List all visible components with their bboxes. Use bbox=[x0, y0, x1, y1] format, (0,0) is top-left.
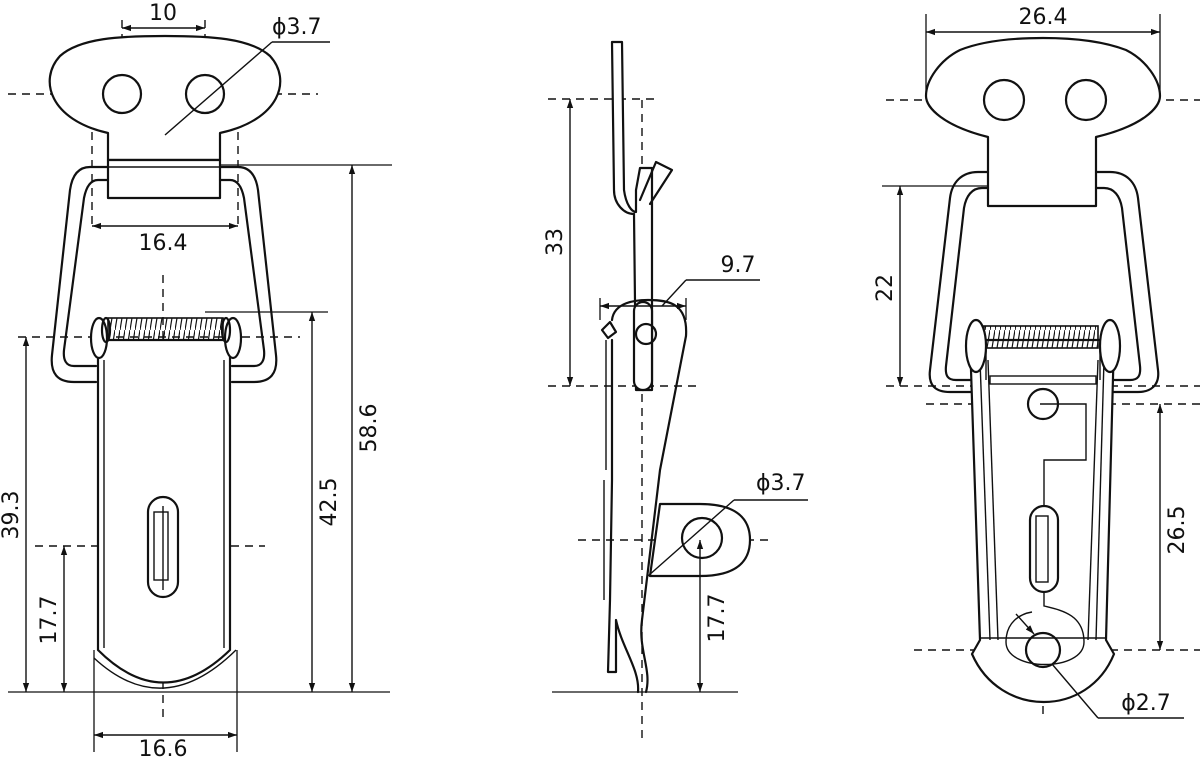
front-plate-tab bbox=[106, 158, 222, 200]
dim-pivot-height: 39.3 bbox=[0, 491, 24, 540]
front-mount-hole-right bbox=[184, 73, 226, 115]
dim-front-hole-dia: ϕ3.7 bbox=[272, 15, 322, 40]
front-spring bbox=[107, 317, 224, 341]
rear-slot bbox=[1028, 504, 1060, 594]
dim-hook-height: 17.7 bbox=[705, 594, 730, 643]
dim-bail-height: 22 bbox=[873, 274, 898, 302]
side-view: ϕ3.7 33 9.7 17.7 bbox=[543, 40, 808, 740]
dim-latch-length: 26.5 bbox=[1165, 506, 1190, 555]
front-mounting-plate bbox=[48, 34, 282, 162]
rear-mount-hole-left bbox=[982, 78, 1026, 122]
dim-hole-spacing: 10 bbox=[149, 1, 177, 26]
rear-bail-wire bbox=[928, 170, 990, 394]
rear-view: 26.4 22 26.5 ϕ2.7 bbox=[873, 5, 1200, 720]
dim-spring-to-base: 42.5 bbox=[317, 478, 342, 527]
rear-spring bbox=[983, 325, 1099, 349]
dim-pivot-hole-dia: ϕ2.7 bbox=[1121, 691, 1171, 716]
rear-mounting-plate bbox=[924, 36, 1162, 208]
dim-slot-height: 17.7 bbox=[37, 596, 62, 645]
front-view: 10 ϕ3.7 16.4 58.6 42.5 39.3 17.7 16.6 bbox=[0, 1, 392, 758]
rear-mount-hole-right bbox=[1064, 78, 1108, 122]
dim-bail-width: 16.4 bbox=[139, 231, 188, 256]
dim-rear-plate-width: 26.4 bbox=[1019, 5, 1068, 30]
dim-side-hole-dia: ϕ3.7 bbox=[756, 471, 806, 496]
dim-base-width: 16.6 bbox=[139, 737, 188, 758]
dim-total-length: 58.6 bbox=[357, 404, 382, 453]
dim-plate-height: 33 bbox=[543, 228, 568, 256]
front-mount-hole-left bbox=[101, 73, 143, 115]
side-hook-body bbox=[610, 298, 688, 694]
dim-hook-width: 9.7 bbox=[721, 253, 756, 278]
front-bail-wire bbox=[50, 165, 110, 384]
